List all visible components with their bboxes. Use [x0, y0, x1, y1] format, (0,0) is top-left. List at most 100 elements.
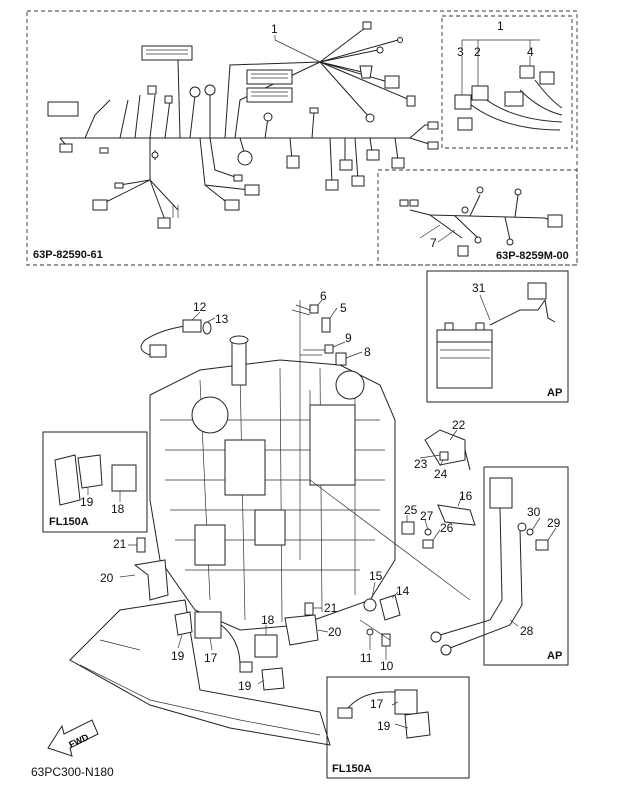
engine-block — [149, 359, 396, 631]
ecu-connector — [141, 45, 193, 61]
sensor-16 — [437, 504, 476, 526]
bolt-5 — [321, 317, 331, 333]
battery-cable-positive — [439, 507, 503, 636]
callout-16: 16 — [459, 489, 473, 503]
ap-battery-tag: AP — [547, 387, 562, 399]
fwd-arrow-icon — [47, 719, 99, 757]
callout-18: 18 — [261, 613, 275, 627]
callout-2: 2 — [474, 45, 481, 59]
switch-18 — [254, 634, 278, 658]
callout-29: 29 — [547, 516, 561, 530]
callout-4: 4 — [527, 45, 534, 59]
fl150a-left-border — [42, 431, 148, 533]
callout-19: 19 — [238, 679, 252, 693]
screw-21-left — [136, 537, 146, 553]
callout-26: 26 — [440, 521, 454, 535]
callout-14: 14 — [396, 584, 410, 598]
sensor-parts — [119, 299, 476, 691]
battery-terminal-cover — [489, 477, 513, 509]
callout-27: 27 — [420, 509, 434, 523]
callout-13: 13 — [215, 312, 229, 326]
callout-23: 23 — [414, 457, 428, 471]
bolt-23 — [439, 451, 449, 461]
fl150a-left-panel: FL150A — [42, 431, 148, 533]
sensor-12 — [182, 319, 202, 333]
callout-17: 17 — [370, 697, 384, 711]
sub-harness-part-number: 63P-8259M-00 — [496, 250, 569, 262]
callout-3: 3 — [457, 45, 464, 59]
sub-harness-border — [377, 169, 578, 266]
coupler-block-lower — [246, 87, 293, 103]
main-harness-border — [26, 10, 578, 266]
main-harness-part-number: 63P-82590-61 — [33, 249, 103, 261]
bracket-25 — [401, 521, 415, 535]
washer-30 — [526, 528, 534, 536]
sensor-14 — [379, 594, 401, 621]
washer-6 — [309, 304, 319, 314]
washer-9 — [324, 344, 334, 354]
callout-15: 15 — [369, 569, 383, 583]
grommet-19-lower — [261, 667, 285, 691]
ap-cable-tag: AP — [547, 650, 562, 662]
fl150a-left-tag: FL150A — [49, 516, 89, 528]
ap-battery-panel: AP — [426, 270, 569, 403]
callout-19: 19 — [377, 719, 391, 733]
engine-assembly — [69, 335, 396, 746]
diagram-code: 63PC300-N180 — [31, 765, 114, 779]
callout-20: 20 — [100, 571, 114, 585]
callout-11: 11 — [360, 651, 373, 665]
harness-trunk — [60, 124, 432, 139]
ap-battery-border — [426, 270, 569, 403]
callout-12: 12 — [193, 300, 207, 314]
screw-21-right — [304, 602, 314, 616]
ecu-module — [224, 439, 266, 496]
coupler-block-upper — [246, 69, 293, 85]
o-ring-15 — [363, 598, 377, 612]
callout-30: 30 — [527, 505, 541, 519]
round-connector — [237, 150, 253, 166]
battery-cable-negative — [449, 529, 523, 649]
battery — [436, 341, 493, 389]
connector-part-2 — [471, 85, 489, 101]
callout-21: 21 — [324, 601, 338, 615]
callout-5: 5 — [340, 301, 347, 315]
gasket-13 — [202, 321, 212, 335]
connector-inset-border — [441, 15, 573, 149]
connector-part-4 — [519, 65, 535, 79]
callout-21: 21 — [113, 537, 127, 551]
grommet-19-main — [174, 611, 193, 636]
callout-7: 7 — [430, 236, 437, 250]
switch-18-fl-left — [111, 464, 137, 492]
callout-labels: 1 1 2 3 4 5 6 7 8 9 10 11 12 13 14 15 16… — [80, 19, 561, 733]
main-harness-panel: 63P-82590-61 63P-8259M-00 — [26, 10, 578, 266]
flywheel-shaft — [231, 339, 247, 386]
callout-20: 20 — [328, 625, 342, 639]
ap-cable-border — [483, 466, 569, 666]
bolt-26 — [422, 539, 434, 549]
gauge-connector — [47, 101, 79, 117]
callout-18: 18 — [111, 502, 125, 516]
bottom-cowling — [69, 599, 331, 746]
grommet-19-fl-left — [77, 454, 103, 489]
callout-19: 19 — [171, 649, 185, 663]
callout-10: 10 — [380, 659, 394, 673]
direction-indicator: FWD — [47, 719, 99, 757]
bracket-20-left — [133, 559, 169, 601]
callout-1: 1 — [271, 22, 278, 36]
switch-17-fl-bottom — [394, 689, 418, 715]
callout-8: 8 — [364, 345, 371, 359]
battery-lead-connector — [527, 282, 547, 300]
bracket-20-right — [284, 614, 319, 646]
washer-11 — [366, 628, 374, 636]
bolt-8 — [335, 352, 347, 366]
callout-17: 17 — [204, 651, 218, 665]
grommet-19-fl-bottom — [404, 711, 431, 739]
sensor-12-connector — [149, 344, 167, 358]
switch-17 — [194, 611, 222, 639]
callout-1: 1 — [497, 19, 504, 33]
callout-31: 31 — [472, 281, 486, 295]
fl150a-bottom-panel: FL150A — [326, 676, 470, 779]
connector-part-3 — [454, 94, 472, 110]
callout-19: 19 — [80, 495, 94, 509]
